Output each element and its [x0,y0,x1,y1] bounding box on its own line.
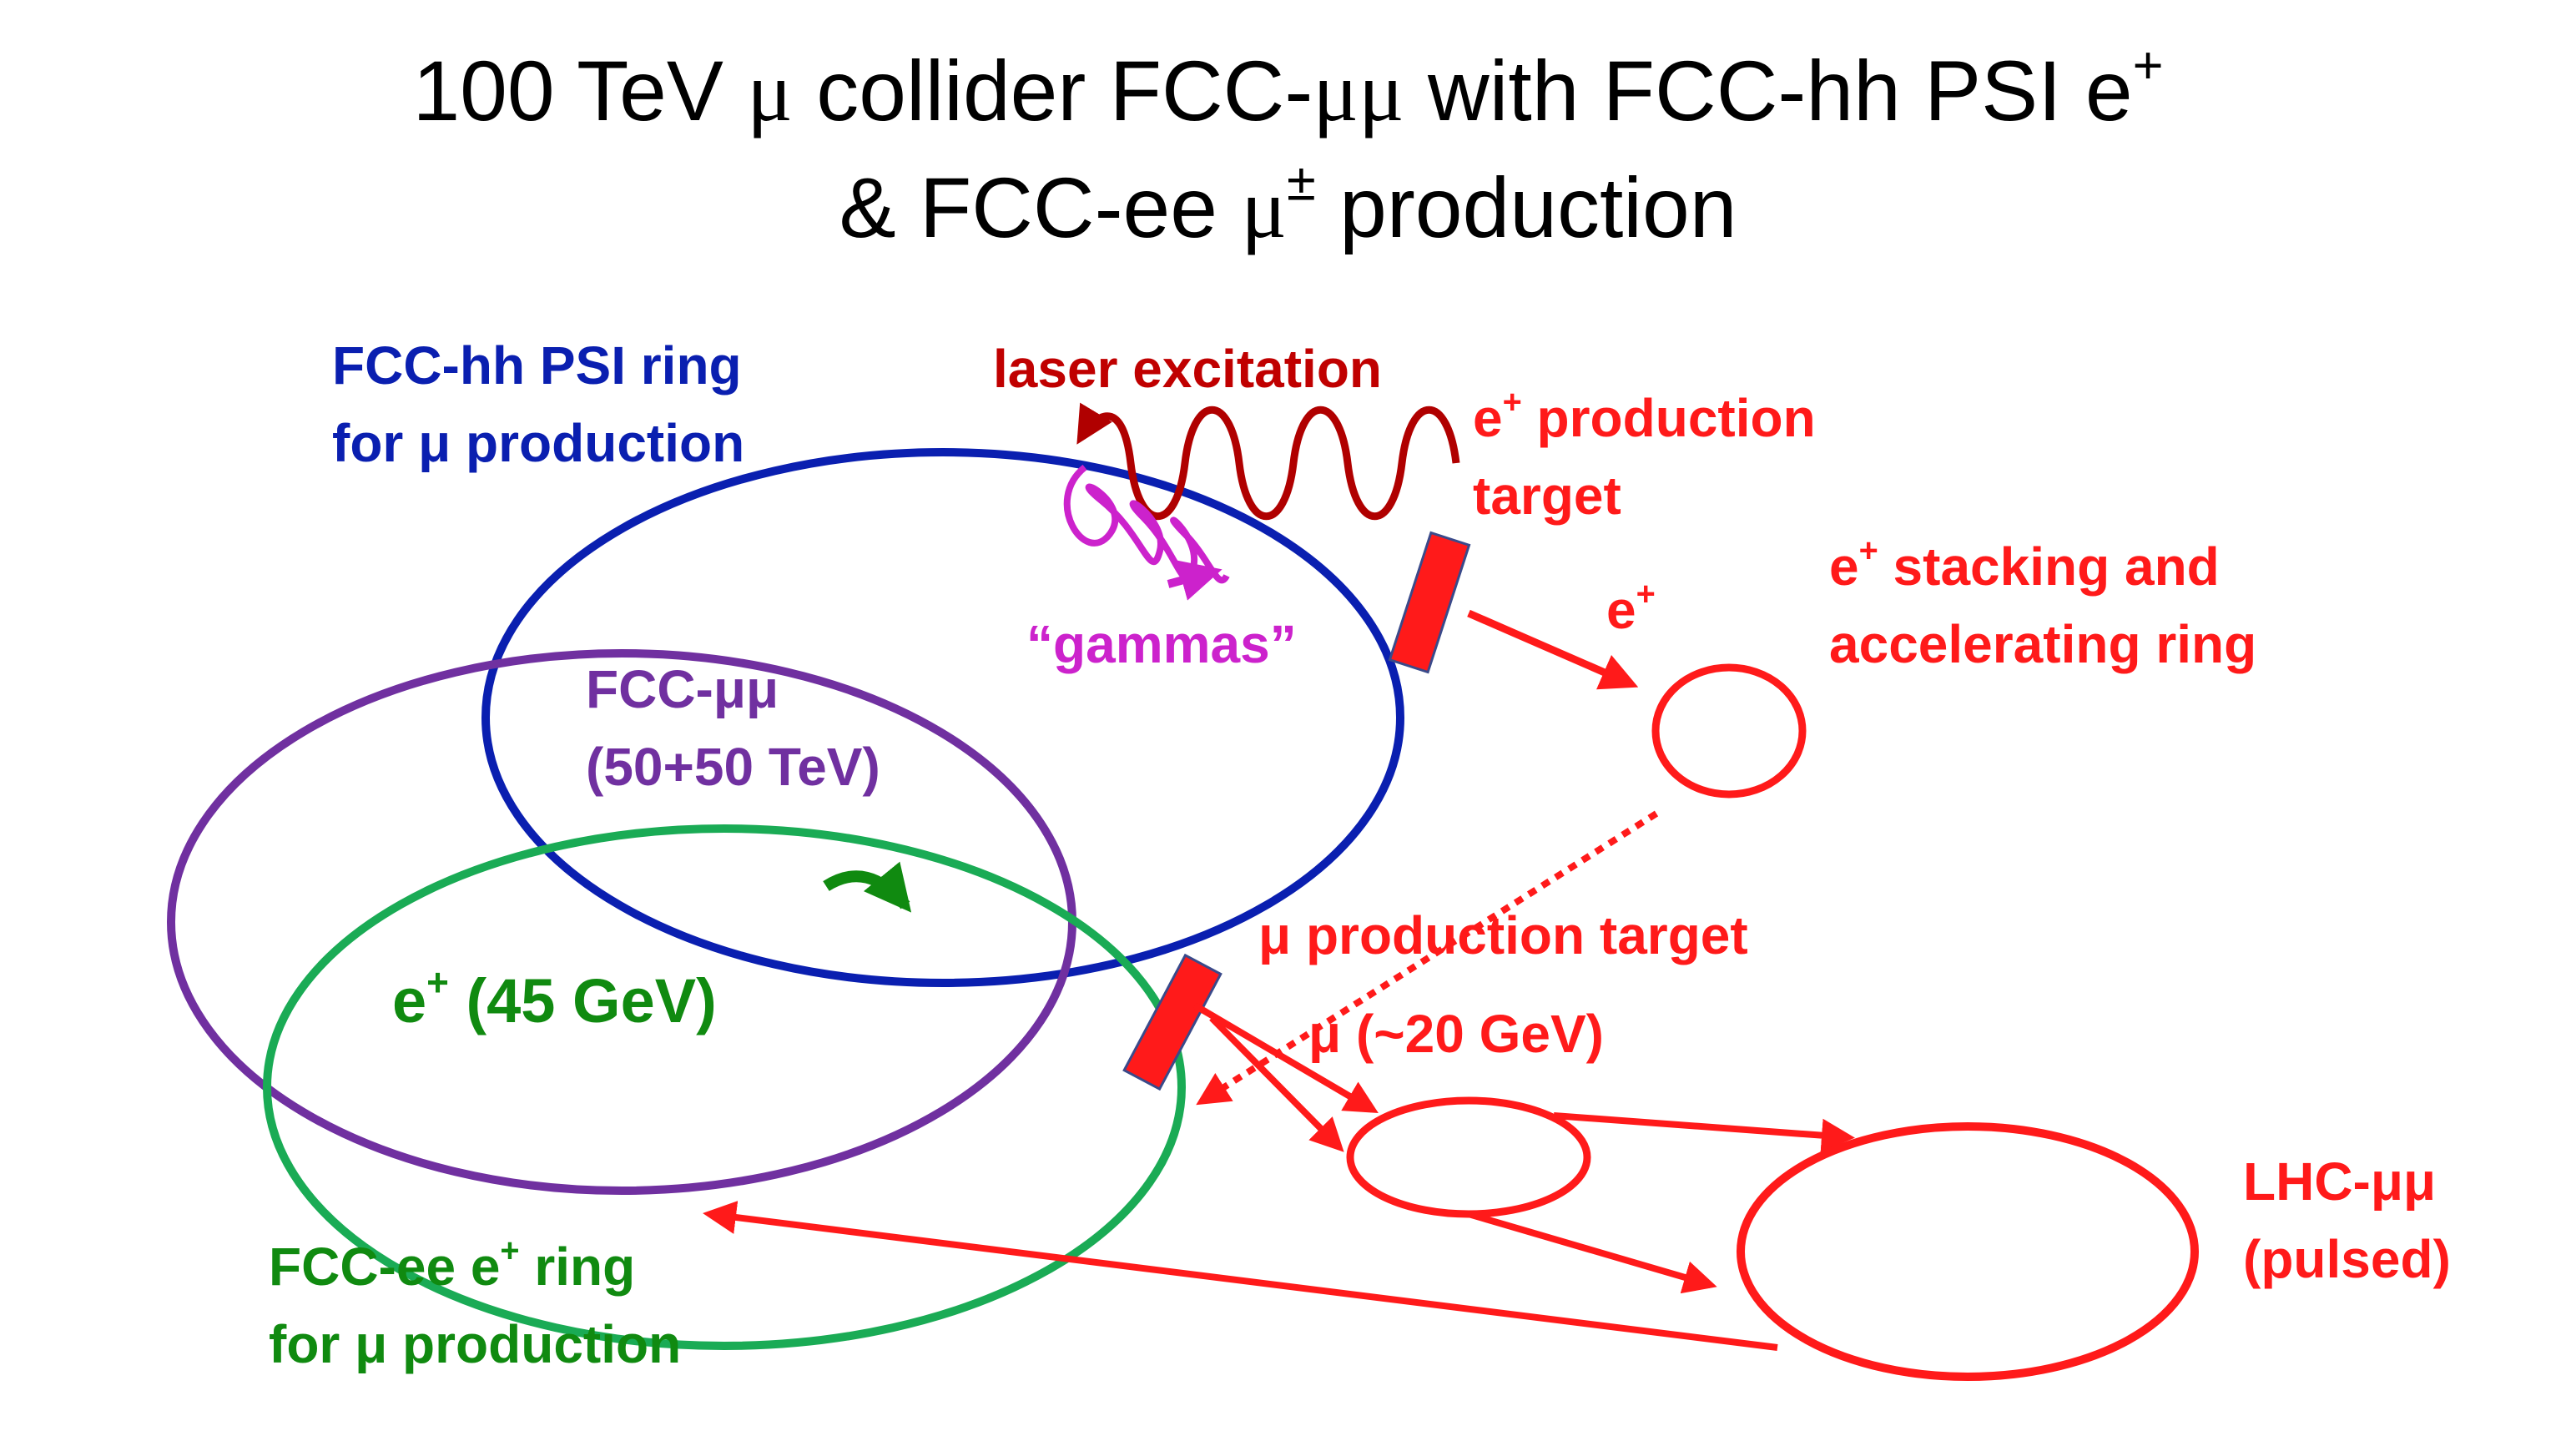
mu-to-lhc-arrow-1 [1553,1112,1855,1152]
fcc-ee-ring [263,824,1186,1350]
mu-arrow-1 [1192,1002,1379,1114]
gammas-coil [1063,464,1230,584]
eplus-target-label: e+ production target [1473,384,1816,526]
circulation-arrow [823,861,912,913]
mu-arrow-2 [1209,1015,1344,1152]
mu-to-lhc-arrow-2 [1467,1211,1717,1294]
mu-target-label: μ production target [1258,905,1748,965]
mu-small-ring [1346,1096,1591,1218]
lhc-mumu-ring [1737,1122,2199,1381]
laser-excitation-label: laser excitation [993,339,1382,399]
eplus-production-target [1388,531,1471,674]
slide-title-line-2: & FCC-ee μ± production [839,153,1737,256]
slide-title-line-1: 100 TeV μ collider FCC-μμ with FCC-hh PS… [412,36,2164,139]
lhc-mumu-label: LHC-μμ (pulsed) [2243,1151,2451,1289]
psi-ring-label: FCC-hh PSI ring for μ production [332,335,745,473]
fcc-mumu-label: FCC-μμ (50+50 TeV) [586,659,880,797]
lhc-return-arrow [703,1201,1778,1351]
eplus-to-stacking-arrow [1467,609,1639,690]
psi-ring [481,448,1404,987]
laser-wave [1076,402,1460,520]
mu-production-target [1122,953,1222,1091]
gammas-arrow [1167,560,1222,601]
eplus-arrow-label: e+ [1606,576,1656,640]
gammas-label: “gammas” [1026,614,1297,674]
mu-20gev-label: μ (~20 GeV) [1308,1004,1604,1064]
eplus-stacking-label: e+ stacking and accelerating ring [1829,532,2257,674]
fcc-ee-ring-label: FCC-ee e+ ring for μ production [269,1232,682,1374]
eplus-stacking-ring [1651,663,1807,799]
eplus-45gev-label: e+ (45 GeV) [392,960,717,1035]
